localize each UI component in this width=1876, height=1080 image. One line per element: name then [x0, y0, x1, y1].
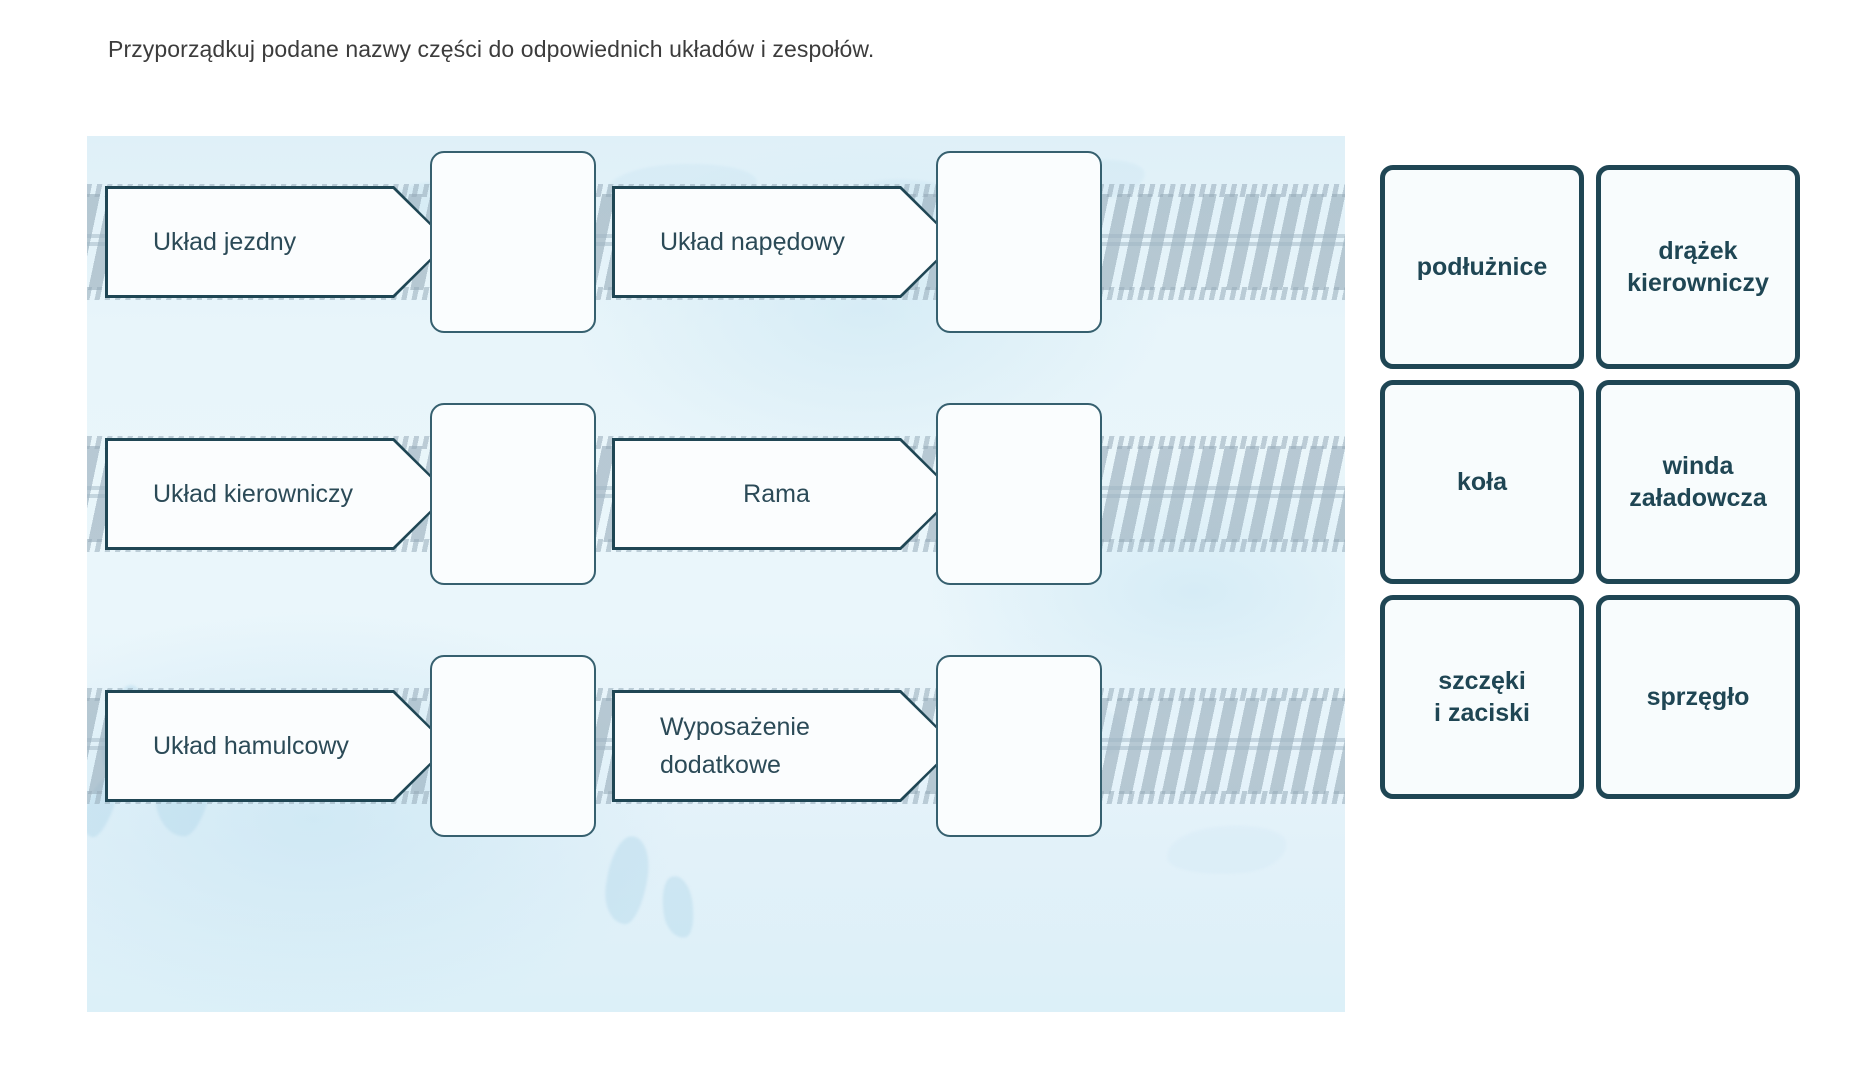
banner-fill [615, 693, 954, 799]
word-card-podluznice[interactable]: podłużnice [1380, 165, 1584, 369]
word-card-kola[interactable]: koła [1380, 380, 1584, 584]
splatter-blob [600, 833, 654, 927]
dropzone-4[interactable] [936, 403, 1102, 585]
category-label: Rama [743, 480, 810, 508]
matching-stage: Układ jezdny Układ napędowy Układ kierow… [87, 136, 1345, 1012]
word-card-szczeki-i-zaciski[interactable]: szczęki i zaciski [1380, 595, 1584, 799]
dropzone-2[interactable] [936, 151, 1102, 333]
word-card-sprzeglo[interactable]: sprzęgło [1596, 595, 1800, 799]
banner-fill [615, 189, 954, 295]
dropzone-1[interactable] [430, 151, 596, 333]
category-label: Układ jezdny [153, 228, 297, 256]
category-banner-uklad-napedowy[interactable]: Układ napędowy [612, 186, 957, 298]
banner-fill [615, 441, 954, 547]
category-label: Układ hamulcowy [153, 732, 349, 760]
category-banner-wyposazenie-dodatkowe[interactable]: Wyposażenie dodatkowe [612, 690, 957, 802]
category-label: Układ kierowniczy [153, 480, 354, 508]
dropzone-3[interactable] [430, 403, 596, 585]
category-label: Układ napędowy [660, 228, 845, 256]
word-card-winda-zaladowcza[interactable]: winda załadowcza [1596, 380, 1800, 584]
category-label: Wyposażenie dodatkowe [660, 713, 810, 779]
banner-fill [108, 189, 447, 295]
dropzone-6[interactable] [936, 655, 1102, 837]
category-banner-uklad-jezdny[interactable]: Układ jezdny [105, 186, 450, 298]
category-banner-rama[interactable]: Rama [612, 438, 957, 550]
word-card-drazek-kierowniczy[interactable]: drążek kierowniczy [1596, 165, 1800, 369]
category-banner-uklad-hamulcowy[interactable]: Układ hamulcowy [105, 690, 450, 802]
splatter-blob [1165, 821, 1289, 879]
banner-fill [108, 441, 447, 547]
category-banner-uklad-kierowniczy[interactable]: Układ kierowniczy [105, 438, 450, 550]
dropzone-5[interactable] [430, 655, 596, 837]
banner-fill [108, 693, 447, 799]
page-instruction: Przyporządkuj podane nazwy części do odp… [108, 36, 875, 62]
splatter-blob [658, 874, 698, 940]
